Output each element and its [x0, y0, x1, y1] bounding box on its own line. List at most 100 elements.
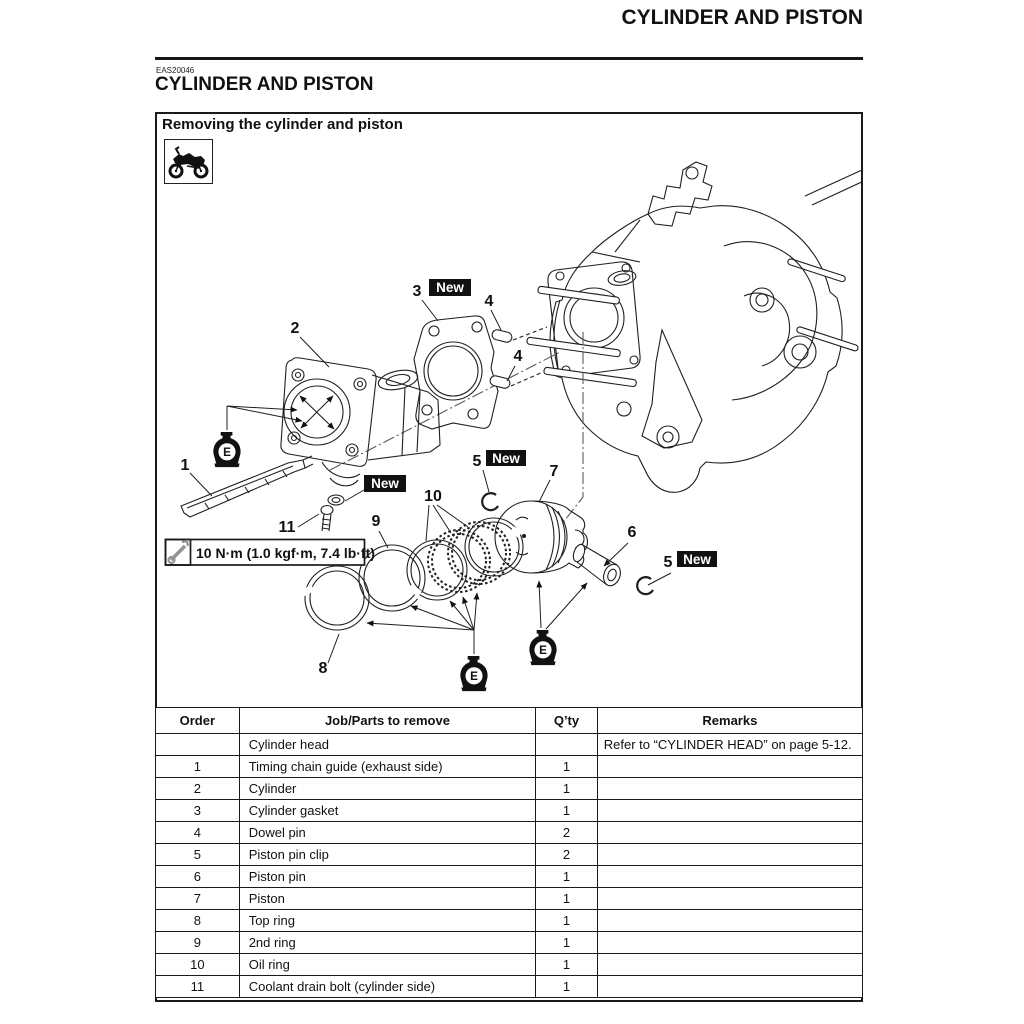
cell-job: Piston pin clip — [238, 843, 537, 866]
cell-remarks — [596, 975, 864, 998]
oil-symbol: E — [460, 656, 488, 692]
callout-11: 11 — [279, 519, 296, 536]
cell-order: 8 — [155, 909, 240, 932]
callout-1: 1 — [181, 457, 190, 474]
cell-remarks — [596, 777, 864, 800]
col-header-remarks: Remarks — [596, 707, 864, 734]
table-row: 1 Timing chain guide (exhaust side) 1 — [155, 755, 864, 778]
cell-qty: 1 — [535, 777, 598, 800]
new-badge: New — [429, 279, 471, 296]
parts-table: Order Job/Parts to remove Q’ty Remarks C… — [155, 707, 864, 998]
cell-job: Cylinder gasket — [238, 799, 537, 822]
cell-qty: 1 — [535, 953, 598, 976]
table-row: Cylinder head Refer to “CYLINDER HEAD” o… — [155, 733, 864, 756]
cell-order: 3 — [155, 799, 240, 822]
cell-job: Piston pin — [238, 865, 537, 888]
cell-job: Piston — [238, 887, 537, 910]
callout-4: 4 — [485, 293, 494, 310]
piston-pin-drawing — [572, 543, 621, 587]
cell-order: 6 — [155, 865, 240, 888]
table-row: 7 Piston 1 — [155, 887, 864, 910]
page-header-title: CYLINDER AND PISTON — [621, 6, 863, 29]
new-badge-label: New — [683, 552, 711, 567]
section-title: CYLINDER AND PISTON — [155, 74, 374, 95]
dowel-pin-drawing — [489, 371, 544, 389]
oil-symbol-letter: E — [539, 644, 547, 657]
center-lines — [329, 332, 584, 525]
table-row: 4 Dowel pin 2 — [155, 821, 864, 844]
col-header-job: Job/Parts to remove — [238, 707, 537, 734]
callout-6: 6 — [628, 524, 637, 541]
table-row: 8 Top ring 1 — [155, 909, 864, 932]
callout-8: 8 — [319, 660, 328, 677]
figure-caption: Removing the cylinder and piston — [162, 116, 403, 133]
leader-lines — [189, 299, 672, 664]
torque-spec-box: 10 N·m (1.0 kgf·m, 7.4 lb·ft) — [164, 538, 375, 566]
cell-order — [155, 733, 240, 756]
new-badge-label: New — [436, 280, 464, 295]
oil-symbol: E — [529, 630, 557, 666]
callout-5: 5 — [664, 554, 673, 571]
header-rule — [155, 57, 863, 60]
cell-qty: 1 — [535, 799, 598, 822]
drain-bolt-drawing — [320, 494, 345, 532]
cell-order: 1 — [155, 755, 240, 778]
cell-job: Cylinder — [238, 777, 537, 800]
piston-drawing — [494, 500, 589, 574]
exploded-diagram: E E E 1 2 3 4 4 5 5 6 7 8 9 10 — [164, 161, 863, 692]
cell-qty: 1 — [535, 909, 598, 932]
callout-2: 2 — [291, 320, 300, 337]
cell-remarks — [596, 821, 864, 844]
cell-order: 2 — [155, 777, 240, 800]
table-header-row: Order Job/Parts to remove Q’ty Remarks — [155, 707, 864, 734]
cell-remarks — [596, 887, 864, 910]
new-badge: New — [486, 450, 526, 466]
crankcase-drawing — [526, 161, 863, 493]
piston-pin-clip-drawing — [481, 492, 499, 512]
cell-remarks — [596, 931, 864, 954]
cell-remarks — [596, 865, 864, 888]
cell-job: Dowel pin — [238, 821, 537, 844]
table-row: 5 Piston pin clip 2 — [155, 843, 864, 866]
cell-remarks — [596, 909, 864, 932]
callout-9: 9 — [372, 513, 381, 530]
cell-order: 7 — [155, 887, 240, 910]
figure-and-table-box: Removing the cylinder and piston — [155, 112, 864, 1002]
cell-qty: 1 — [535, 975, 598, 998]
table-row: 9 2nd ring 1 — [155, 931, 864, 954]
oil-symbol-letter: E — [223, 446, 231, 459]
wrench-icon — [167, 539, 190, 565]
oil-ring-drawing — [406, 517, 524, 601]
new-badge-label: New — [492, 451, 520, 466]
cell-remarks — [596, 755, 864, 778]
motorcycle-icon — [168, 145, 208, 178]
cell-remarks: Refer to “CYLINDER HEAD” on page 5-12. — [596, 733, 864, 756]
table-row: 3 Cylinder gasket 1 — [155, 799, 864, 822]
table-row: 11 Coolant drain bolt (cylinder side) 1 — [155, 975, 864, 998]
cell-order: 10 — [155, 953, 240, 976]
oil-apply-lines — [226, 405, 588, 654]
cell-order: 9 — [155, 931, 240, 954]
cell-job: Top ring — [238, 909, 537, 932]
cell-remarks — [596, 953, 864, 976]
cell-qty: 2 — [535, 843, 598, 866]
cell-qty: 1 — [535, 755, 598, 778]
table-row: 6 Piston pin 1 — [155, 865, 864, 888]
callout-3: 3 — [413, 283, 422, 300]
table-row: 10 Oil ring 1 — [155, 953, 864, 976]
piston-pin-clip-drawing — [636, 576, 654, 596]
new-badge: New — [677, 551, 717, 567]
cell-job: Oil ring — [238, 953, 537, 976]
top-ring-drawing — [301, 565, 370, 631]
cell-qty: 1 — [535, 887, 598, 910]
cell-qty: 1 — [535, 865, 598, 888]
cell-job: Coolant drain bolt (cylinder side) — [238, 975, 537, 998]
col-header-order: Order — [155, 707, 240, 734]
timing-chain-guide-drawing — [180, 455, 314, 518]
torque-spec-label: 10 N·m (1.0 kgf·m, 7.4 lb·ft) — [196, 545, 375, 561]
table-row: 2 Cylinder 1 — [155, 777, 864, 800]
col-header-qty: Q’ty — [535, 707, 598, 734]
new-badge: New — [364, 475, 406, 492]
cell-remarks — [596, 799, 864, 822]
